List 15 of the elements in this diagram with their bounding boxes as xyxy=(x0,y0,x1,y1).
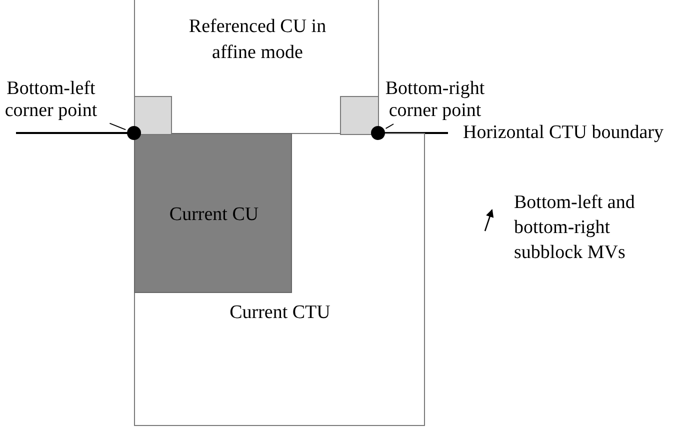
callout-text: Bottom-left corner point xyxy=(0,78,106,122)
current-ctu-box xyxy=(134,133,425,426)
legend-text: Bottom-left and bottom-right subblock MVs xyxy=(514,191,636,265)
leader-line xyxy=(109,122,126,130)
callout-text: Bottom-right corner point xyxy=(380,78,490,122)
corner-point-dot xyxy=(127,126,141,140)
cu-label: Current CU xyxy=(168,203,260,227)
subblock-box xyxy=(340,96,379,135)
referenced-cu-box xyxy=(134,0,379,134)
current-cu-box xyxy=(134,133,292,293)
leader-line xyxy=(385,124,394,129)
cu-label: Referenced CU in affine mode xyxy=(188,15,328,65)
ctu-label: Current CTU xyxy=(228,301,332,325)
subblock-box xyxy=(134,96,172,135)
boundary-label: Horizontal CTU boundary xyxy=(463,121,664,145)
